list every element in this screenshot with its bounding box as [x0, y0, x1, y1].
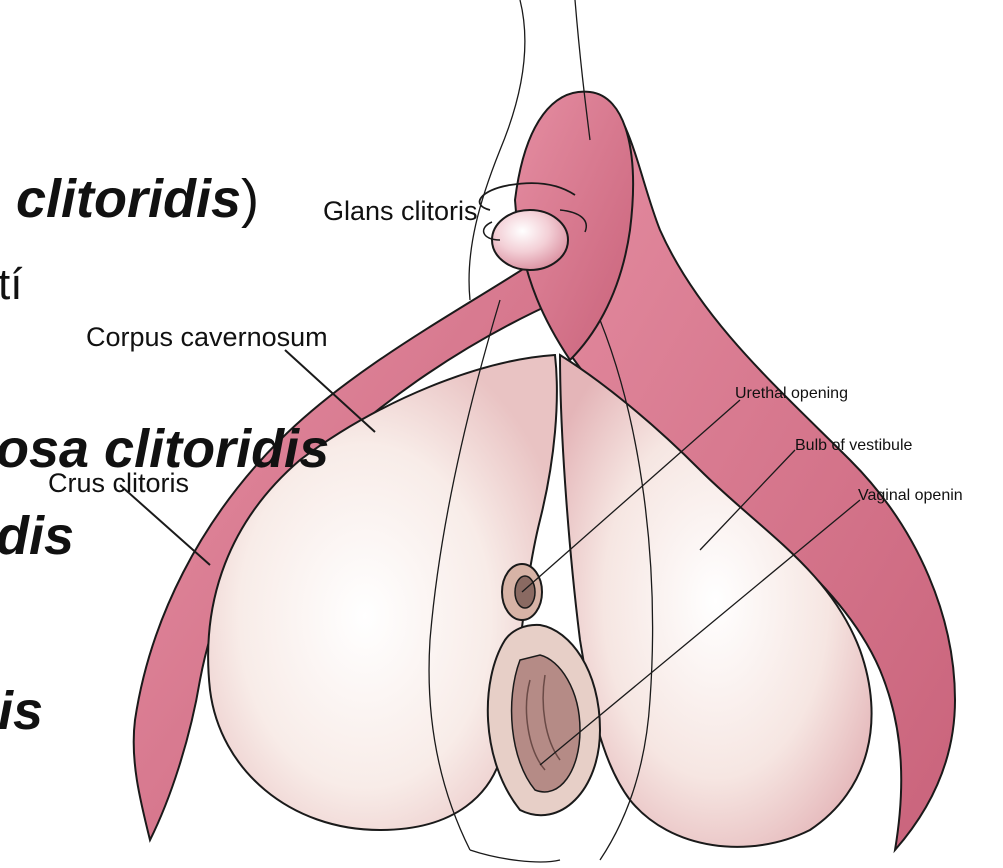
slide-text-line2: tí [0, 260, 22, 310]
slide-text-line1: clitoridis) [16, 168, 259, 230]
slide-text-line4: dis [0, 505, 74, 567]
label-crus-clitoris: Crus clitoris [48, 468, 189, 499]
label-bulb-of-vestibule: Bulb of vestibule [795, 437, 912, 455]
label-vaginal-opening: Vaginal openin [858, 487, 963, 505]
label-corpus-cavernosum: Corpus cavernosum [86, 322, 328, 353]
slide-text-line5: is [0, 680, 43, 742]
glans [492, 210, 568, 270]
label-urethral-opening: Urethal opening [735, 385, 848, 403]
label-glans-clitoris: Glans clitoris [323, 196, 478, 227]
